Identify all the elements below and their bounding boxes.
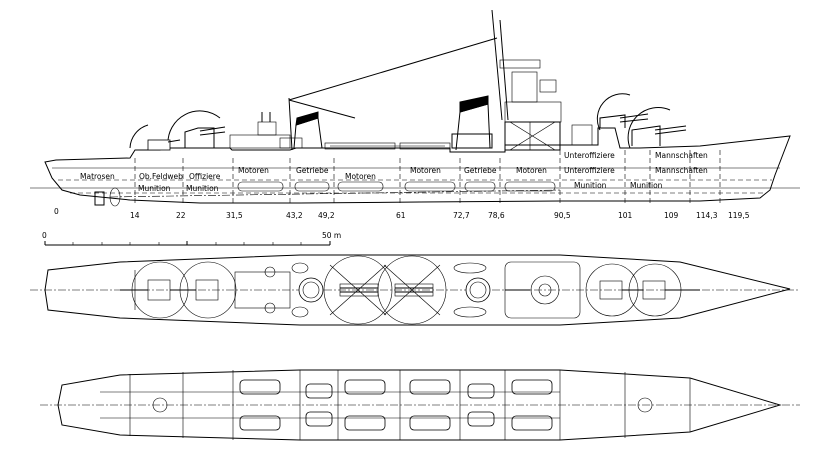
frame-109: 109 — [664, 211, 679, 220]
machinery — [109, 181, 561, 198]
frame-22: 22 — [176, 211, 186, 220]
bulkheads — [134, 150, 721, 203]
scale-start: 0 — [42, 231, 47, 240]
label-munition-2: Munition — [186, 184, 219, 193]
label-motoren-2: Motoren — [345, 172, 376, 181]
frame-114-3: 114,3 — [696, 211, 718, 220]
frame-numbers: 0 14 22 31,5 43,2 49,2 61 72,7 78,6 90,5… — [54, 207, 750, 220]
forward-gun-turrets — [596, 93, 687, 149]
frame-43-2: 43,2 — [286, 211, 303, 220]
boat-starboard — [453, 306, 487, 318]
frame-0: 0 — [54, 207, 59, 216]
label-motoren-4: Motoren — [516, 166, 547, 175]
label-getriebe-1: Getriebe — [296, 166, 329, 175]
side-profile: Matrosen Ob.Feldweb Offiziere Motoren Ge… — [30, 9, 800, 220]
propeller-shafts — [100, 391, 560, 419]
label-matrosen: Matrosen — [80, 172, 115, 181]
label-motoren-1: Motoren — [238, 166, 269, 175]
frame-119-5: 119,5 — [728, 211, 750, 220]
frame-72-7: 72,7 — [453, 211, 470, 220]
frame-31-5: 31,5 — [226, 211, 243, 220]
lower-hatch-fwd — [637, 397, 653, 413]
frame-90-5: 90,5 — [554, 211, 571, 220]
aerial-wire — [288, 37, 498, 101]
lower-bulkheads — [129, 370, 691, 440]
boat-port — [453, 262, 487, 274]
scale-bar: 0 50 m — [42, 231, 341, 246]
frame-49-2: 49,2 — [318, 211, 335, 220]
aft-gun-turret — [129, 110, 226, 151]
frame-14: 14 — [130, 211, 140, 220]
hull-outline — [44, 127, 791, 204]
funnel-1-plan — [298, 277, 324, 303]
aerial-lead — [288, 99, 356, 119]
label-munition-3: Munition — [574, 181, 607, 190]
lower-plan — [40, 369, 800, 441]
frame-101: 101 — [618, 211, 633, 220]
lower-hatch-aft — [152, 397, 168, 413]
label-offiziere: Offiziere — [189, 172, 221, 181]
label-unteroffiziere-2: Unteroffiziere — [564, 166, 615, 175]
label-mannschaften-1: Mannschaften — [655, 151, 708, 160]
scale-end: 50 m — [322, 231, 341, 240]
frame-78-6: 78,6 — [488, 211, 505, 220]
label-munition-1: Munition — [138, 184, 171, 193]
label-unteroffiziere-1: Unteroffiziere — [564, 151, 615, 160]
funnel-2-plan — [465, 277, 491, 303]
torpedo-mounts-plan — [323, 255, 447, 325]
bridge-mast — [491, 9, 593, 151]
frame-61: 61 — [396, 211, 406, 220]
stern-gear — [94, 187, 121, 207]
aft-deckhouse — [229, 112, 303, 149]
compartment-labels: Matrosen Ob.Feldweb Offiziere Motoren Ge… — [80, 151, 708, 193]
label-munition-4: Munition — [630, 181, 663, 190]
aft-gun-plan — [120, 261, 237, 319]
forward-gun-plan — [585, 263, 700, 317]
bridge-plan — [504, 261, 581, 319]
label-getriebe-2: Getriebe — [464, 166, 497, 175]
deck-outline — [44, 254, 791, 326]
label-obfeldweb: Ob.Feldweb — [139, 172, 183, 181]
funnels — [288, 95, 493, 151]
aft-deckhouse-plan — [234, 262, 309, 318]
torpedo-tubes — [324, 142, 451, 150]
label-motoren-3: Motoren — [410, 166, 441, 175]
diesel-engines — [239, 379, 553, 431]
deck-plan — [30, 254, 800, 326]
label-mannschaften-2: Mannschaften — [655, 166, 708, 175]
